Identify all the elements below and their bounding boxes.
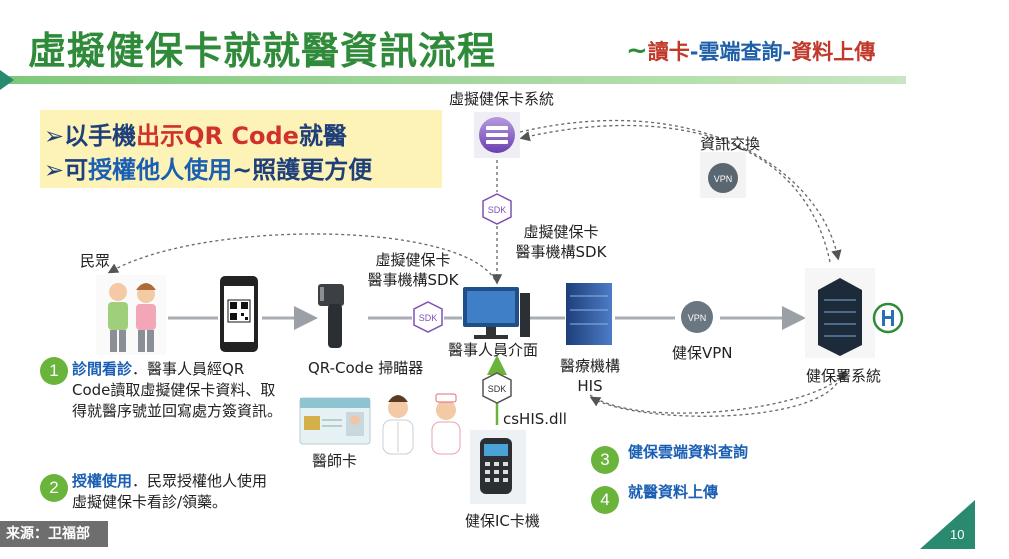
label-line: 醫事機構SDK xyxy=(515,243,607,261)
cloud-server-icon xyxy=(474,112,520,158)
highlight-text: 就醫 xyxy=(298,122,347,150)
label-nhi-vpn: 健保VPN xyxy=(672,344,733,362)
step-number-badge: 4 xyxy=(591,486,619,514)
nhi-server-icon xyxy=(805,268,875,358)
label-virtual-system: 虛擬健保卡系統 xyxy=(449,90,555,108)
vpn-badge-text: VPN xyxy=(688,313,707,323)
subtitle-read: 讀卡 xyxy=(647,40,690,64)
label-staff-ui: 醫事人員介面 xyxy=(448,341,539,359)
step-number-badge: 3 xyxy=(591,446,619,474)
sdk-hexagon-icon: SDK xyxy=(413,301,443,333)
step-2-text: 授權使用．民眾授權他人使用虛擬健保卡看診/領藥。 xyxy=(72,471,282,513)
step-description: ．民眾授權他人使用虛擬健保卡看診/領藥。 xyxy=(72,472,268,511)
source-badge: 来源：卫福部 xyxy=(0,521,108,547)
slide-title: 虛擬健保卡就就醫資訊流程 xyxy=(28,29,497,73)
highlight-text: ~照護更方便 xyxy=(232,156,373,184)
nurse-icon xyxy=(431,393,461,455)
label-info-exchange: 資訊交換 xyxy=(700,135,761,153)
dashed-arrow-nhi-to-his xyxy=(589,377,841,417)
highlight-line-qr: ➢以手機出示QR Code就醫 xyxy=(44,116,347,151)
step-number-badge: 2 xyxy=(40,474,68,502)
sdk-badge-text: SDK xyxy=(419,313,438,323)
step-1-text: 診間看診．醫事人員經QR Code讀取虛擬健保卡資料、取得就醫序號並回寫處方簽資… xyxy=(72,359,282,422)
title-underline-tip xyxy=(0,70,14,90)
doctor-card-icon xyxy=(299,397,371,445)
label-line: 醫療機構 xyxy=(560,357,621,375)
vpn-cloud-icon: VPN xyxy=(681,301,713,333)
title-underline xyxy=(0,76,906,84)
label-his: 醫療機構 HIS xyxy=(560,356,620,396)
page-corner xyxy=(920,500,975,549)
highlight-box xyxy=(40,110,442,188)
label-line: HIS xyxy=(577,377,603,395)
his-server-icon xyxy=(566,283,612,345)
elderly-couple-icon xyxy=(96,275,166,355)
label-dll: csHIS.dll xyxy=(503,410,567,428)
sdk-badge-text: SDK xyxy=(488,205,507,215)
doctor-icon xyxy=(382,395,414,455)
label-doctor-card: 醫師卡 xyxy=(312,452,358,470)
label-sdk-top: 虛擬健保卡醫事機構SDK xyxy=(506,222,616,262)
subtitle-dash: - xyxy=(782,40,792,64)
vpn-badge-text: VPN xyxy=(714,174,733,184)
slide: 虛擬健保卡就就醫資訊流程 ~讀卡-雲端查詢-資料上傳 ➢以手機出示QR Code… xyxy=(0,29,975,549)
label-sdk-left: 虛擬健保卡醫事機構SDK xyxy=(358,250,468,290)
highlight-line-authorize: ➢可授權他人使用~照護更方便 xyxy=(44,150,372,185)
flow-diagram: SDK SDK SDK VPN VPN xyxy=(96,112,904,504)
highlight-text: ➢以手機 xyxy=(44,122,137,150)
step-description: ．醫事人員經QR Code讀取虛擬健保卡資料、取得就醫序號並回寫處方簽資訊。 xyxy=(72,360,283,420)
barcode-scanner-icon xyxy=(318,284,344,348)
step-4-text: 就醫資料上傳 xyxy=(628,483,719,501)
ic-card-reader-icon xyxy=(470,430,526,504)
label-line: 虛擬健保卡 xyxy=(523,223,599,241)
highlight-emphasis: 出示QR Code xyxy=(136,122,299,150)
label-line: 虛擬健保卡 xyxy=(375,251,451,269)
sdk-hexagon-icon: SDK xyxy=(482,193,512,225)
subtitle-cloud: 雲端查詢 xyxy=(698,40,783,64)
page-number: 10 xyxy=(950,527,965,542)
nhi-logo-icon xyxy=(872,302,904,334)
dashed-arrow-system-to-nhi xyxy=(519,119,842,261)
sdk-hexagon-icon: SDK xyxy=(482,372,512,404)
vpn-cloud-icon: VPN xyxy=(700,152,746,198)
step-3-text: 健保雲端資料查詢 xyxy=(628,443,749,461)
label-line: 醫事機構SDK xyxy=(367,271,459,289)
label-people: 民眾 xyxy=(80,252,111,270)
label-card-reader: 健保IC卡機 xyxy=(465,512,540,530)
subtitle-tilde: ~ xyxy=(626,36,648,66)
subtitle-dash: - xyxy=(689,40,699,64)
computer-icon xyxy=(463,287,530,339)
step-highlight: 診間看診 xyxy=(72,360,133,378)
step-highlight: 授權使用 xyxy=(72,472,133,490)
slide-subtitle: ~讀卡-雲端查詢-資料上傳 xyxy=(626,36,875,66)
sdk-badge-text: SDK xyxy=(488,384,507,394)
label-nhi-system: 健保署系統 xyxy=(806,367,882,385)
step-number-badge: 1 xyxy=(40,357,68,385)
slide-margin xyxy=(975,0,1009,559)
label-scanner: QR-Code 掃瞄器 xyxy=(308,359,424,377)
dashed-arrow-his-to-nhi xyxy=(589,369,847,414)
highlight-text: ➢可 xyxy=(44,156,89,184)
highlight-emphasis: 授權他人使用 xyxy=(88,156,233,184)
phone-qr-icon xyxy=(220,276,258,352)
subtitle-upload: 資料上傳 xyxy=(791,40,876,64)
